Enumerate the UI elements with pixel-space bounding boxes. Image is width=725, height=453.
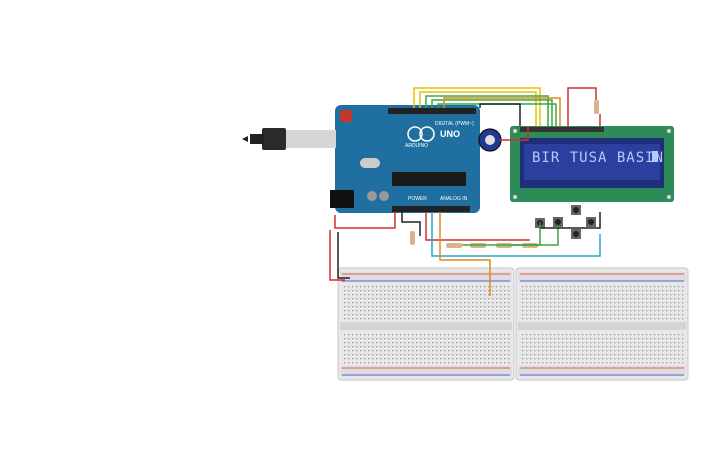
breadboard-right[interactable] <box>515 267 689 381</box>
pushbutton-group[interactable] <box>535 205 596 239</box>
breadboard-left[interactable] <box>337 267 515 381</box>
breadboard-holes <box>344 286 684 364</box>
board-brand-label: ARDUINO <box>405 143 428 149</box>
lcd-module[interactable]: BIR TUSA BASIN <box>510 126 674 202</box>
wires <box>329 87 601 296</box>
board-model-label: UNO <box>440 129 460 139</box>
potentiometer-icon[interactable] <box>478 128 502 152</box>
usb-plug-icon <box>242 128 336 150</box>
digital-header-label: DIGITAL (PWM~) <box>435 121 474 127</box>
reset-button[interactable] <box>340 110 352 122</box>
lcd-display-text: BIR TUSA BASIN <box>532 150 664 166</box>
arduino-uno-board[interactable]: UNO ARDUINO DIGITAL (PWM~) POWER ANALOG … <box>330 105 480 213</box>
analog-header-label: ANALOG IN <box>440 196 468 202</box>
power-header-label: POWER <box>408 196 427 202</box>
power-jack <box>330 190 354 208</box>
